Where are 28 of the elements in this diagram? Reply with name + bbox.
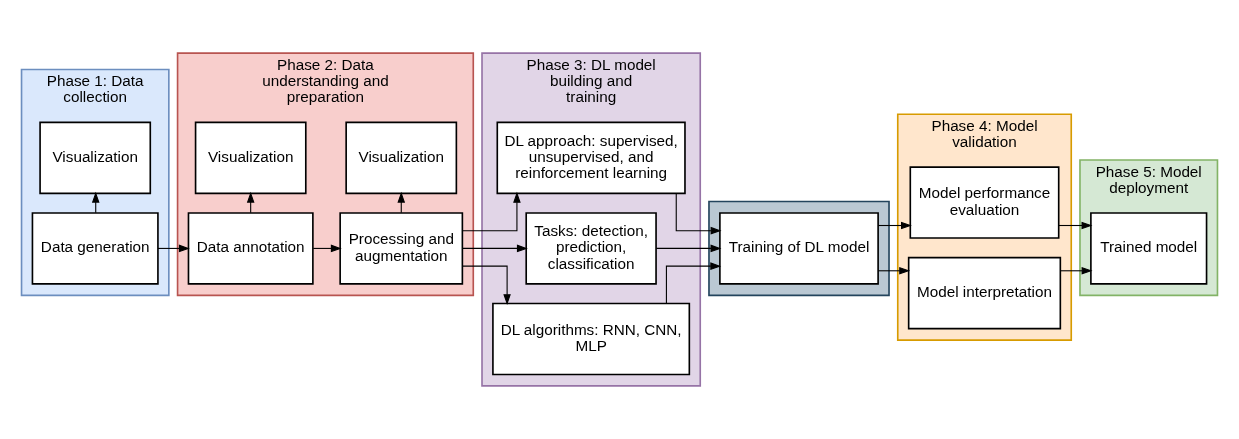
node-box: DL algorithms: RNN, CNN, MLP <box>492 302 691 376</box>
node-box: Processing and augmentation <box>339 212 464 285</box>
node-box: Visualization <box>39 121 152 195</box>
arrow <box>157 244 190 253</box>
arrow <box>665 262 722 304</box>
arrow <box>1058 221 1093 230</box>
arrow <box>397 191 406 214</box>
arrow <box>246 191 255 214</box>
arrow <box>461 244 528 253</box>
arrow <box>91 191 100 214</box>
node-box: Visualization <box>345 121 458 195</box>
node-box: Model performance evaluation <box>909 166 1060 239</box>
node-box: Data annotation <box>187 212 314 285</box>
arrow <box>655 244 722 253</box>
node-box: Trained model <box>1090 212 1208 285</box>
arrow <box>312 244 342 253</box>
arrow <box>877 221 912 230</box>
node-box: Training of DL model <box>719 212 879 285</box>
arrow <box>675 192 722 235</box>
arrow <box>1059 266 1093 275</box>
node-box: Data generation <box>31 212 159 285</box>
node-box: Visualization <box>194 121 307 195</box>
arrow <box>461 265 511 306</box>
node-box: Tasks: detection, prediction, classification <box>525 212 657 285</box>
node-box: Model interpretation <box>907 256 1062 330</box>
arrow <box>877 266 911 275</box>
node-box: DL approach: supervised, unsupervised, and reinforcement learning <box>496 121 686 195</box>
arrow <box>461 191 521 232</box>
